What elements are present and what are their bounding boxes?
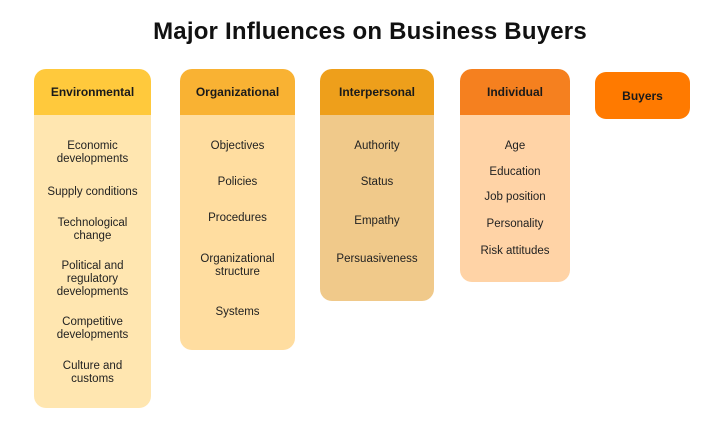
interpersonal-column: Interpersonal Authority Status Empathy P…: [320, 69, 434, 301]
environmental-item: Competitive developments: [56, 316, 129, 341]
organizational-body: Objectives Policies Procedures Organizat…: [180, 115, 295, 350]
environmental-item: Political and regulatory developments: [56, 260, 129, 298]
interpersonal-header: Interpersonal: [320, 69, 434, 115]
individual-item: Risk attitudes: [480, 245, 550, 257]
individual-item: Job position: [484, 191, 546, 203]
interpersonal-body: Authority Status Empathy Persuasiveness: [320, 115, 434, 301]
interpersonal-item: Persuasiveness: [336, 253, 418, 265]
interpersonal-item: Authority: [354, 140, 400, 152]
organizational-item: Procedures: [208, 212, 267, 224]
environmental-header: Environmental: [34, 69, 151, 115]
individual-item: Education: [489, 166, 541, 178]
environmental-column: Environmental Economic developments Supp…: [34, 69, 151, 408]
environmental-item: Economic developments: [56, 140, 129, 165]
interpersonal-item: Status: [360, 176, 394, 188]
individual-item: Personality: [486, 218, 544, 230]
organizational-item: Policies: [217, 176, 258, 188]
organizational-item: Organizational structure: [200, 253, 275, 278]
individual-item: Age: [504, 140, 526, 152]
individual-header: Individual: [460, 69, 570, 115]
organizational-column: Organizational Objectives Policies Proce…: [180, 69, 295, 350]
environmental-item: Supply conditions: [47, 186, 138, 198]
environmental-body: Economic developments Supply conditions …: [34, 115, 151, 408]
individual-column: Individual Age Education Job position Pe…: [460, 69, 570, 282]
diagram-title: Major Influences on Business Buyers: [153, 18, 587, 45]
organizational-header: Organizational: [180, 69, 295, 115]
individual-body: Age Education Job position Personality R…: [460, 115, 570, 282]
organizational-item: Objectives: [210, 140, 265, 152]
environmental-item: Culture and customs: [62, 360, 123, 385]
environmental-item: Technological change: [57, 217, 128, 242]
organizational-item: Systems: [215, 306, 260, 318]
buyers-box: Buyers: [595, 72, 690, 119]
interpersonal-item: Empathy: [354, 215, 400, 227]
